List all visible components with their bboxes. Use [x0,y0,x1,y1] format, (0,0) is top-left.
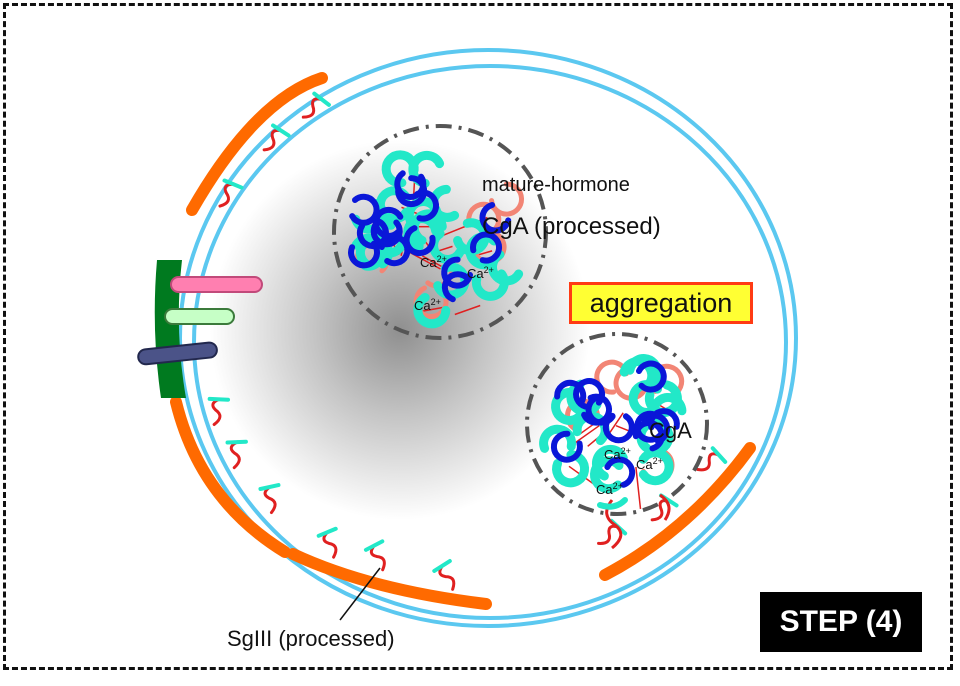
hook-cyan-tag [312,91,331,107]
tube-navy [137,341,218,366]
hook-red-strand [597,524,621,545]
blue-coil [395,175,428,208]
hook-cyan-tag [258,483,281,492]
hook-cyan-tag [363,539,385,552]
blue-coil [349,193,380,226]
cyan-coil [551,387,584,425]
crosslink-strand [635,466,642,509]
cyan-coil [572,411,610,446]
crosslink-strand [418,306,446,313]
blue-coil [550,430,583,463]
sgiii-leader-line [339,567,381,621]
hook-red-strand [322,530,338,559]
hook-cyan-tag [710,446,728,464]
calcium-label: Ca2+ [414,297,441,313]
membrane-bound-hook [301,91,331,119]
cyan-coil [638,448,674,486]
cga-processed-label: CgA (processed) [482,213,661,240]
cyan-coil [453,218,490,256]
hook-cyan-tag [207,396,231,402]
blue-coil [470,231,503,264]
hook-red-strand [369,543,386,572]
blue-coil [602,412,635,444]
cyan-coil [539,424,577,453]
blue-coil [636,360,667,393]
dashed-frame [3,3,953,670]
tube-light-green [164,308,235,325]
hook-red-strand [263,485,277,515]
blue-coil [573,378,606,410]
blue-coil [632,419,665,452]
aggregate-upper [332,124,548,340]
membrane-bands [170,72,756,610]
membrane-bound-hook [316,526,338,559]
membrane-band-left-lower [170,396,291,558]
membrane-bound-hook [218,178,244,208]
hook-red-strand [211,397,222,427]
hook-red-strand [218,182,236,208]
salmon-coil [489,181,524,217]
calcium-label: Ca2+ [420,254,447,270]
blue-coil [403,225,436,257]
hook-red-strand [438,563,456,591]
hook-red-strand [262,128,284,152]
crosslink-strand [454,304,481,316]
aggregation-label: aggregation [569,282,753,324]
cyan-coil [552,450,590,488]
membrane-tubes [137,276,263,366]
escaping-strand [597,497,628,510]
sgiii-processed-label: SgIII (processed) [227,626,395,651]
escaping-strand [659,493,671,521]
mature-hormone-label: mature-hormone [482,174,630,196]
blue-coil [414,189,440,222]
blue-coil [604,456,636,488]
membrane-bound-hook [696,446,728,472]
blue-coil [479,202,512,234]
membrane-bound-hook [225,439,248,470]
aggregate-upper-boundary [332,124,548,340]
hook-cyan-tag [271,123,291,138]
calcium-label: Ca2+ [596,481,623,497]
blue-coil [554,379,587,406]
hook-cyan-tag [222,178,244,190]
membrane-bound-hook [262,123,291,152]
blue-coil [581,393,613,426]
salmon-coil [413,285,449,319]
calcium-label: Ca2+ [604,446,631,462]
hook-cyan-tag [225,439,248,445]
hook-cyan-tag [432,559,452,573]
blue-coil [348,240,381,269]
hook-red-strand [301,97,325,119]
blue-coil [356,217,389,249]
hook-red-strand [229,440,241,470]
membrane-band-right [599,442,756,581]
step-badge: STEP (4) [760,592,922,652]
membrane-bound-hook [258,483,281,515]
membrane-band-top [186,72,328,216]
aggregate-lower-boundary [525,332,709,516]
membrane-band-bottom [287,548,492,610]
membrane-bound-hook [432,559,456,591]
cga-label: CgA [649,418,692,443]
blue-coil [370,218,403,248]
calcium-label: Ca2+ [636,456,663,472]
membrane-bound-hook [363,539,386,572]
aggregate-lower [525,332,709,550]
blue-coil [441,271,472,303]
membrane-bound-hook [207,396,231,427]
calcium-label: Ca2+ [467,265,494,281]
cyan-coil [413,293,451,329]
tube-pink [170,276,263,293]
hook-red-strand [696,452,722,472]
hook-cyan-tag [316,526,338,538]
